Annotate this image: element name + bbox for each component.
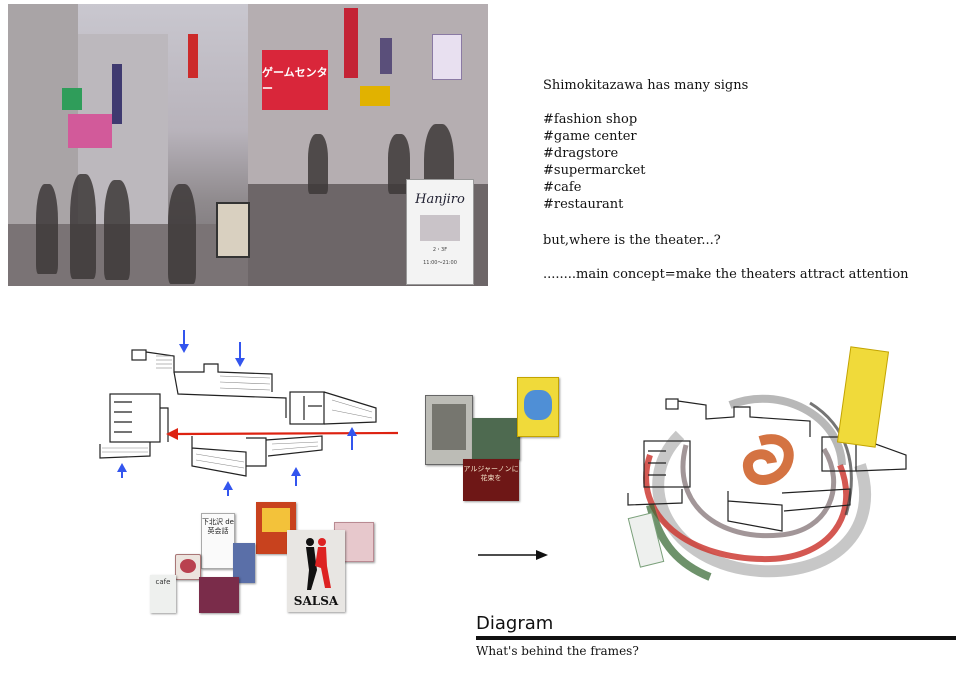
yellow-comedy-poster (517, 377, 559, 437)
diagram-rule (476, 636, 956, 640)
street-photo: ゲームセンター Hanjiro 2・3F 11:00〜21:00 (8, 4, 488, 286)
red-vertical-sign-2 (188, 34, 198, 78)
flag-sign (432, 34, 462, 80)
pink-shop-sign (68, 114, 112, 148)
salsa-dancers (306, 538, 331, 590)
tag-cafe: #cafe (543, 180, 582, 195)
street-plan-diagram (99, 330, 399, 496)
poster-image (432, 404, 466, 450)
vertical-red-sign (344, 8, 358, 78)
tag-supermarcket: #supermarcket (543, 163, 646, 178)
salsa-title: SALSA (293, 594, 339, 608)
swirl-bands (643, 394, 871, 581)
pedestrian (308, 134, 328, 194)
diagram-subtitle: What's behind the frames? (476, 644, 639, 658)
green-poster (472, 418, 520, 460)
pedestrian (36, 184, 58, 274)
tag-fashion-shop: #fashion shop (543, 112, 638, 127)
tag-game-center: #game center (543, 129, 637, 144)
theater-question: but,where is the theater...? (543, 233, 721, 248)
poster-figures (524, 390, 552, 420)
theater-photo-poster (425, 395, 473, 465)
plan-outline (99, 349, 377, 477)
pedestrian (388, 134, 410, 194)
intro-heading: Shimokitazawa has many signs (543, 78, 749, 93)
vertical-purple-sign (380, 38, 392, 74)
hanjiro-floor: 2・3F (432, 247, 448, 253)
blue-entry-arrows (117, 330, 357, 496)
cafe-flyer: cafe (150, 575, 176, 613)
red-flow-arrow (166, 428, 399, 440)
round-badge-card (175, 554, 201, 580)
blue-flyer (233, 543, 255, 583)
pedestrian (70, 174, 96, 279)
game-center-sign: ゲームセンター (262, 50, 328, 110)
poster-date-block (262, 508, 290, 532)
tag-restaurant: #restaurant (543, 197, 624, 212)
hanjiro-hours: 11:00〜21:00 (423, 260, 457, 266)
tag-dragstore: #dragstore (543, 146, 619, 161)
hanjiro-sign: Hanjiro 2・3F 11:00〜21:00 (406, 179, 474, 285)
salsa-poster: SALSA (287, 530, 345, 612)
diagram-title: Diagram (476, 613, 554, 634)
flower-play-poster: アルジャーノンに花束を (463, 459, 519, 501)
yellow-sign (360, 86, 390, 106)
pedestrian (104, 180, 130, 280)
green-sign (62, 88, 82, 110)
orange-event-poster (256, 502, 296, 554)
swirl-attached-posters (627, 346, 890, 568)
badge-circle (180, 559, 196, 573)
main-concept: ........main concept=make the theaters a… (543, 267, 909, 282)
transform-arrow (478, 550, 548, 560)
standing-board (216, 202, 250, 258)
hanjiro-logo: Hanjiro (415, 192, 465, 207)
hanjiro-photo (420, 215, 460, 241)
blue-vertical-sign (112, 64, 122, 124)
swirl-diagram (627, 346, 907, 581)
pedestrian (168, 184, 196, 284)
magenta-poster (199, 577, 239, 613)
english-club-poster: 下北沢 de 英会話 (201, 513, 235, 569)
